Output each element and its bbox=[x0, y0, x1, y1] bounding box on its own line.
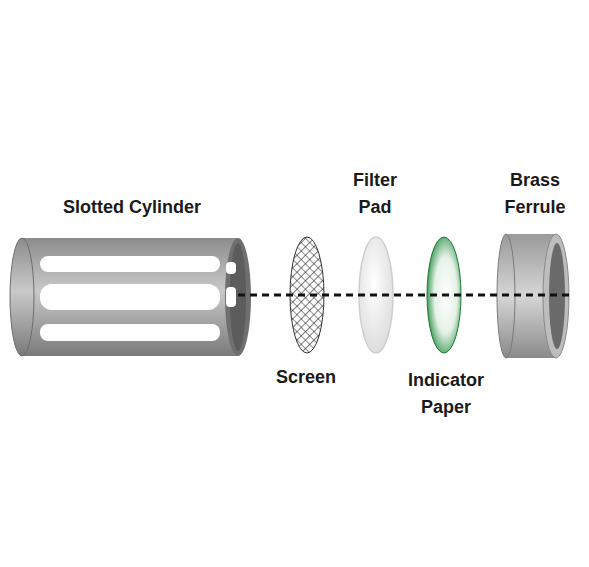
slotted-cylinder bbox=[10, 238, 251, 356]
part-label: Indicator Paper bbox=[394, 367, 498, 421]
part-label: Filter Pad bbox=[344, 167, 406, 221]
part-label: Brass Ferrule bbox=[490, 167, 580, 221]
center-axis bbox=[238, 294, 572, 297]
part-label: Slotted Cylinder bbox=[27, 196, 237, 218]
part-label: Screen bbox=[251, 366, 361, 388]
